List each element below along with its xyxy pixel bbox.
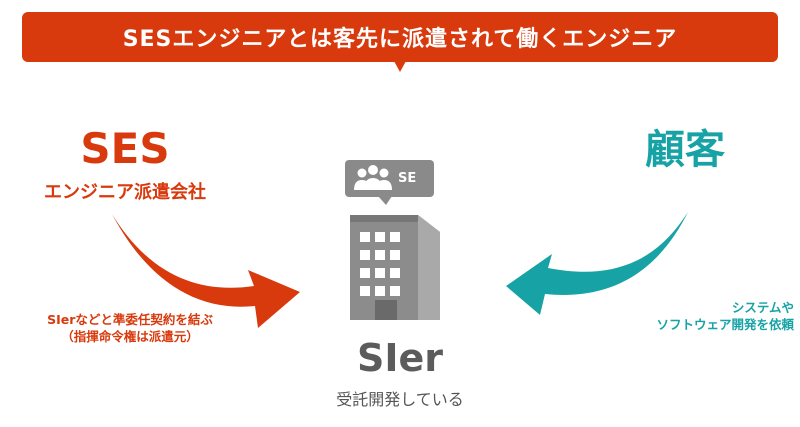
client-note-line1: システムや: [731, 300, 794, 315]
banner-box: [22, 12, 778, 72]
people-icon: [354, 165, 392, 190]
banner-title: SESエンジニアとは客先に派遣されて働くエンジニア: [122, 27, 678, 52]
sier-title: SIer: [356, 336, 444, 380]
ses-subtitle: エンジニア派遣会社: [44, 182, 206, 203]
se-badge: SE: [398, 171, 417, 186]
sier-subtitle: 受託開発している: [336, 390, 464, 409]
ses-note-line2: （指揮命令権は派遣元）: [61, 329, 199, 344]
client-title: 顧客: [645, 127, 725, 173]
client-arrow: [506, 212, 688, 315]
banner-pointer: [394, 61, 406, 72]
ses-title: SES: [80, 124, 170, 173]
building-icon: [350, 215, 440, 320]
ses-arrow: [112, 214, 300, 328]
ses-note: SIerなどと準委任契約を結ぶ （指揮命令権は派遣元）: [6, 311, 254, 345]
client-note: システムや ソフトウェア開発を依頼: [598, 299, 794, 333]
client-note-line2: ソフトウェア開発を依頼: [656, 317, 794, 332]
ses-note-line1: SIerなどと準委任契約を結ぶ: [47, 312, 213, 327]
